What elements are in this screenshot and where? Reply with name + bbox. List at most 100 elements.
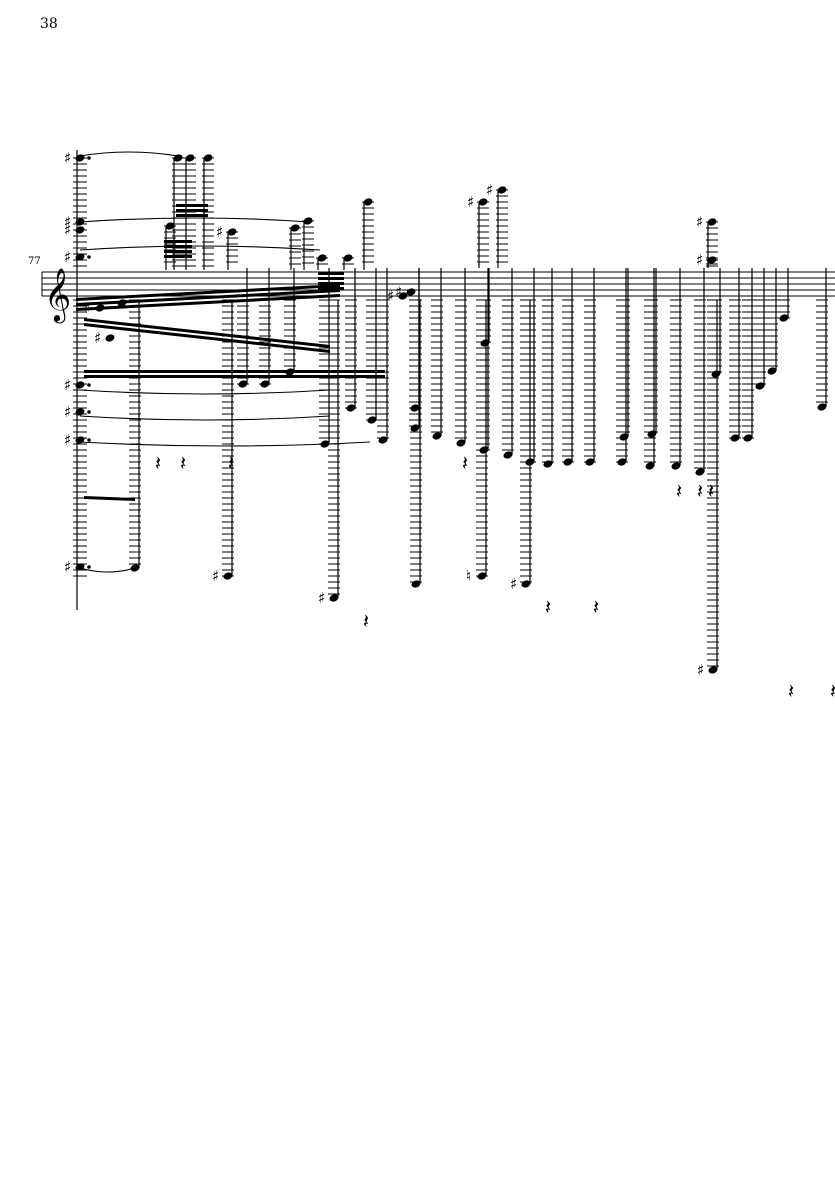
notehead [117, 299, 127, 307]
beam [84, 496, 135, 501]
notehead [75, 436, 85, 444]
tie [79, 245, 321, 251]
notehead [367, 416, 377, 424]
notehead [755, 382, 765, 390]
notehead [75, 226, 85, 234]
dot [87, 255, 91, 259]
sharp-icon: ♯ [64, 431, 71, 449]
quarter-rest-icon: 𝄽 [708, 479, 714, 503]
notehead [75, 154, 85, 162]
beam [318, 272, 344, 275]
notehead [707, 218, 717, 226]
notehead [363, 198, 373, 206]
quarter-rest-icon: 𝄽 [545, 595, 551, 619]
notehead [708, 666, 718, 674]
beam [76, 289, 340, 306]
beam [164, 240, 192, 243]
beam [164, 250, 192, 253]
measure-number: 77 [28, 256, 41, 267]
sharp-icon: ♯ [696, 213, 703, 231]
notehead [320, 440, 330, 448]
notehead [585, 458, 595, 466]
notehead [617, 458, 627, 466]
notehead [303, 217, 313, 225]
sharp-icon: ♯ [64, 248, 71, 266]
notehead [75, 408, 85, 416]
quarter-rest-icon: 𝄽 [676, 479, 682, 503]
page-number: 38 [40, 16, 58, 32]
notehead [223, 572, 233, 580]
dot [87, 156, 91, 160]
notehead [343, 254, 353, 262]
sharp-icon: ♯ [84, 299, 91, 317]
beam [84, 375, 385, 378]
notehead [779, 314, 789, 322]
notation-layer: ♯♯♯♯♯♯♯♯♯♯♯♯♯♮♯♯♯♯♯♯♯♯𝄽𝄽𝄽𝄽𝄽𝄽𝄽𝄽𝄽𝄽𝄽𝄽 [64, 149, 835, 703]
notehead [543, 460, 553, 468]
notehead [478, 198, 488, 206]
sharp-icon: ♯ [510, 575, 517, 593]
notehead [497, 186, 507, 194]
notehead [378, 436, 388, 444]
natural-icon: ♮ [466, 567, 471, 585]
quarter-rest-icon: 𝄽 [697, 479, 703, 503]
notehead [671, 462, 681, 470]
notehead [645, 462, 655, 470]
beam [176, 214, 208, 217]
notehead [165, 222, 175, 230]
beam [164, 255, 192, 258]
notehead [75, 381, 85, 389]
notehead [105, 334, 115, 342]
notehead [173, 154, 183, 162]
beam [176, 204, 208, 207]
sharp-icon: ♯ [697, 661, 704, 679]
sharp-icon: ♯ [64, 221, 71, 239]
beam [318, 277, 344, 280]
beam [318, 287, 344, 290]
notehead [432, 432, 442, 440]
notehead [75, 253, 85, 261]
notehead [329, 594, 339, 602]
notehead [260, 380, 270, 388]
dot [87, 565, 91, 569]
notehead [456, 439, 466, 447]
sharp-icon: ♯ [64, 558, 71, 576]
notehead [95, 304, 105, 312]
sharp-icon: ♯ [64, 376, 71, 394]
notehead [290, 224, 300, 232]
sharp-icon: ♯ [212, 567, 219, 585]
beam [164, 245, 192, 248]
beam [76, 284, 340, 301]
quarter-rest-icon: 𝄽 [155, 451, 161, 475]
notehead [411, 580, 421, 588]
sharp-icon: ♯ [64, 403, 71, 421]
sharp-icon: ♯ [64, 213, 71, 231]
tie [79, 389, 331, 395]
sharp-icon: ♯ [395, 283, 402, 301]
dot [87, 383, 91, 387]
notehead [130, 564, 140, 572]
sharp-icon: ♯ [467, 193, 474, 211]
notehead [563, 458, 573, 466]
notehead [695, 468, 705, 476]
tie [79, 567, 136, 573]
quarter-rest-icon: 𝄽 [180, 451, 186, 475]
tie [79, 217, 311, 223]
notehead [317, 254, 327, 262]
sharp-icon: ♯ [387, 287, 394, 305]
notehead [285, 368, 295, 376]
notehead [480, 339, 490, 347]
sharp-icon: ♯ [486, 181, 493, 199]
tie [79, 151, 179, 157]
beam [84, 318, 330, 348]
beam [176, 209, 208, 212]
tie [79, 415, 331, 421]
quarter-rest-icon: 𝄽 [788, 679, 794, 703]
notehead [817, 403, 827, 411]
notehead [203, 154, 213, 162]
notehead [503, 451, 513, 459]
notehead [477, 572, 487, 580]
beam [84, 370, 385, 373]
staff [41, 271, 835, 297]
dot [87, 410, 91, 414]
